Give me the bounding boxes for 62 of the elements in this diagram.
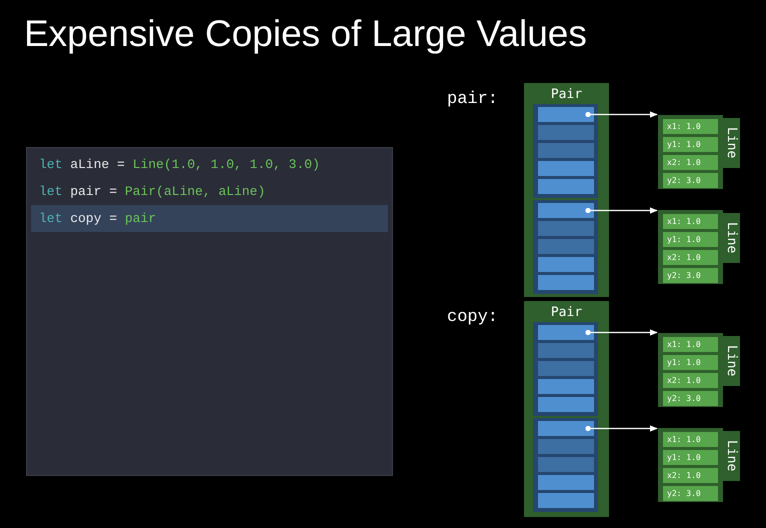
memory-slot — [538, 457, 594, 472]
slot-group-frame — [533, 104, 598, 198]
code-line: let pair = Pair(aLine, aLine) — [38, 182, 266, 201]
memory-slot — [538, 493, 594, 508]
field-value: x1: 1.0 — [663, 432, 718, 447]
memory-slot — [538, 275, 594, 290]
slot-group-frame — [533, 200, 598, 294]
memory-slot — [538, 257, 594, 272]
slot-group-frame — [533, 418, 598, 512]
field-value: x2: 1.0 — [663, 468, 718, 483]
pointer-arrow — [585, 329, 658, 336]
struct-box — [658, 115, 740, 189]
memory-slot — [538, 143, 594, 158]
memory-slot — [538, 421, 594, 436]
struct-name: Line — [723, 118, 740, 168]
struct-name: Pair — [550, 86, 584, 104]
field-value: x2: 1.0 — [663, 373, 718, 388]
struct-box — [524, 301, 609, 517]
memory-slot — [538, 397, 594, 412]
memory-slot — [538, 475, 594, 490]
pointer-arrow — [585, 425, 658, 432]
struct-box — [524, 83, 609, 297]
pointer-arrow — [585, 111, 658, 118]
memory-slot — [538, 325, 594, 340]
struct-name: Line — [723, 213, 740, 263]
memory-slot — [538, 161, 594, 176]
memory-slot — [538, 203, 594, 218]
variable-label: copy: — [447, 307, 498, 329]
slot-group-frame — [533, 322, 598, 416]
field-value: y1: 1.0 — [663, 355, 718, 370]
slide-title: Expensive Copies of Large Values — [24, 12, 587, 56]
code-editor-panel — [26, 147, 393, 476]
field-value: y2: 3.0 — [663, 486, 718, 501]
struct-box — [658, 428, 740, 502]
struct-name: Line — [723, 431, 740, 481]
field-value: y2: 3.0 — [663, 268, 718, 283]
struct-box — [658, 333, 740, 407]
field-value: x1: 1.0 — [663, 214, 718, 229]
memory-slot — [538, 379, 594, 394]
field-value: y1: 1.0 — [663, 450, 718, 465]
field-value: y1: 1.0 — [663, 137, 718, 152]
field-value: x1: 1.0 — [663, 337, 718, 352]
memory-slot — [538, 439, 594, 454]
memory-slot — [538, 107, 594, 122]
memory-slot — [538, 361, 594, 376]
memory-slot — [538, 343, 594, 358]
struct-box — [658, 210, 740, 284]
field-value: x2: 1.0 — [663, 155, 718, 170]
field-value: y1: 1.0 — [663, 232, 718, 247]
pointer-arrow — [585, 207, 658, 214]
code-line: let aLine = Line(1.0, 1.0, 1.0, 3.0) — [38, 156, 321, 174]
memory-slot — [538, 179, 594, 194]
field-value: x1: 1.0 — [663, 119, 718, 134]
memory-slot — [538, 125, 594, 140]
struct-name: Pair — [550, 304, 584, 322]
variable-label: pair: — [447, 89, 498, 111]
struct-name: Line — [723, 336, 740, 386]
field-value: y2: 3.0 — [663, 391, 718, 406]
field-value: x2: 1.0 — [663, 250, 718, 265]
memory-slot — [538, 239, 594, 254]
field-value: y2: 3.0 — [663, 173, 718, 188]
memory-slot — [538, 221, 594, 236]
